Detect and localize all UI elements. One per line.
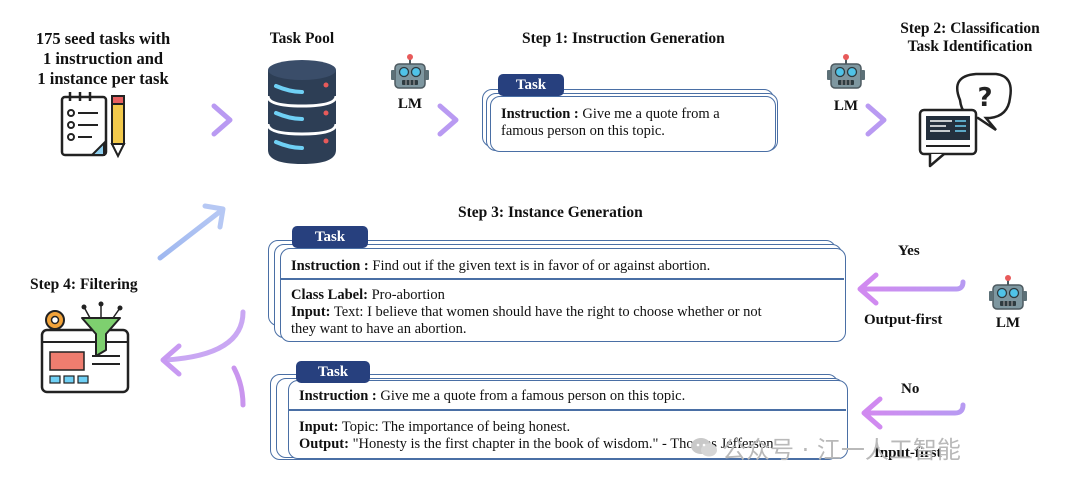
seed-line-2: 1 instruction and <box>42 49 164 68</box>
wechat-logo-icon <box>690 436 718 458</box>
input-text-continued: they want to have an abortion. <box>291 321 467 337</box>
input-key: Input: <box>291 304 331 320</box>
input-first-label: Input-first <box>874 445 942 461</box>
instruction-text: Give me a quote from a famous person on … <box>376 388 686 404</box>
input-first-instruction: Instruction : Give me a quote from a fam… <box>299 388 685 405</box>
lm-label: LM <box>995 315 1021 331</box>
task-pool-label: Task Pool <box>269 30 335 47</box>
task-tab: Task <box>292 226 368 248</box>
instruction-key: Instruction : <box>291 258 369 274</box>
lm-label: LM <box>833 98 859 114</box>
step1-title: Step 1: Instruction Generation <box>522 30 725 47</box>
input-key: Input: <box>299 419 339 435</box>
task-tab: Task <box>296 361 370 383</box>
instruction-key: Instruction : <box>501 106 579 122</box>
instruction-key: Instruction : <box>299 388 377 404</box>
arrow-seed-to-pool <box>147 103 233 137</box>
output-first-instruction: Instruction : Find out if the given text… <box>291 258 710 275</box>
card-divider <box>281 278 844 280</box>
instruction-text: Find out if the given text is in favor o… <box>368 258 711 274</box>
input-first-task-card: Instruction : Give me a quote from a fam… <box>288 380 848 459</box>
class-label-value: Pro-abortion <box>367 287 445 303</box>
svg-text:?: ? <box>977 83 992 113</box>
watermark-text: 公众号 · 江一人工智能 <box>722 436 961 464</box>
database-icon <box>266 60 338 164</box>
arrow-filter-to-pool <box>157 203 226 261</box>
step3-title: Step 3: Instance Generation <box>458 204 643 221</box>
step1-task-card: Instruction : Give me a quote from a fam… <box>490 96 776 152</box>
step2-title-line-1: Step 2: Classification <box>900 20 1040 37</box>
input-text: Topic: The importance of being honest. <box>338 419 571 435</box>
input-first-details: Input: Topic: The importance of being ho… <box>299 419 773 453</box>
robot-icon <box>989 275 1027 310</box>
instruction-text: Give me a quote from a <box>578 106 720 122</box>
output-text: "Honesty is the first chapter in the boo… <box>348 436 774 452</box>
branch-yes-label: Yes <box>898 243 920 259</box>
classification-question-icon: ? <box>918 72 1012 168</box>
lm-label: LM <box>397 96 423 112</box>
arrow-instances-to-filter <box>160 309 246 408</box>
instruction-text-continued: famous person on this topic. <box>501 123 665 139</box>
card-divider <box>289 409 846 411</box>
arrow-step1-to-step2 <box>805 103 887 137</box>
arrow-step2-branch <box>857 177 966 430</box>
arrow-pool-to-step1 <box>373 103 459 137</box>
seed-line-1: 175 seed tasks with <box>35 29 171 48</box>
step2-title: Step 2: Classification Task Identificati… <box>880 20 1060 56</box>
filter-funnel-icon <box>40 301 130 394</box>
output-first-details: Class Label: Pro-abortion Input: Text: I… <box>291 287 762 338</box>
clipboard-icon <box>60 92 126 159</box>
seed-tasks-label: 175 seed tasks with 1 instruction and 1 … <box>10 29 196 89</box>
input-text: Text: I believe that women should have t… <box>330 304 762 320</box>
robot-icon <box>391 54 429 89</box>
seed-line-3: 1 instance per task <box>37 69 169 88</box>
task-tab: Task <box>498 74 564 96</box>
output-first-task-card: Instruction : Find out if the given text… <box>280 248 846 342</box>
step2-title-line-2: Task Identification <box>907 38 1033 55</box>
class-label-key: Class Label: <box>291 287 368 303</box>
step1-instruction: Instruction : Give me a quote from a fam… <box>501 106 720 140</box>
robot-icon <box>827 54 865 89</box>
output-first-label: Output-first <box>864 312 943 328</box>
branch-no-label: No <box>901 381 920 397</box>
output-key: Output: <box>299 436 349 452</box>
step4-title: Step 4: Filtering <box>30 276 138 293</box>
